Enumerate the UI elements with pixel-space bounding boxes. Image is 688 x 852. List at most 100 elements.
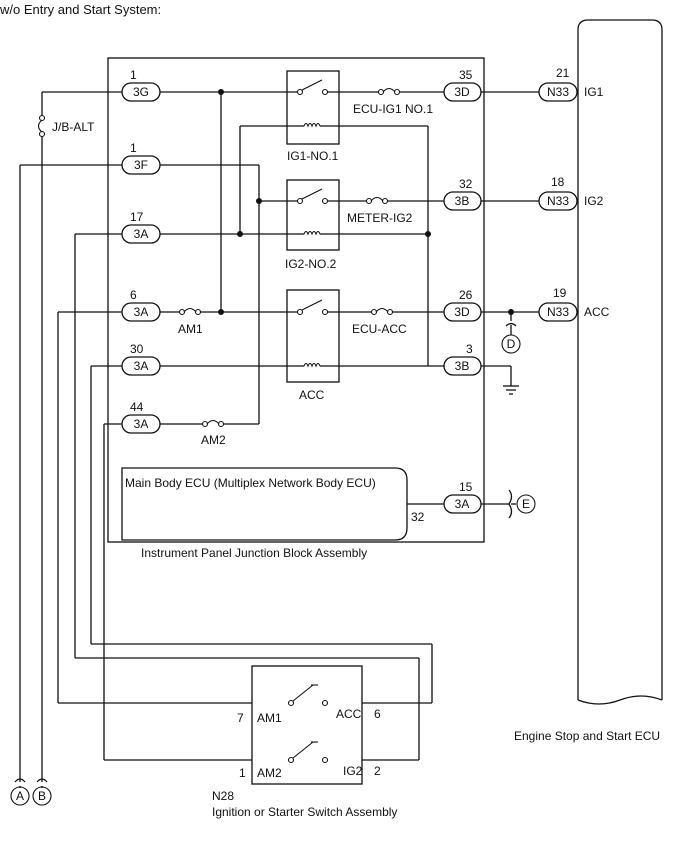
fuse-am2-label: AM2 [201, 433, 226, 447]
junction-block-name: Instrument Panel Junction Block Assembly [141, 546, 367, 560]
engine-ecu-break [577, 695, 663, 705]
connector-pill [443, 356, 482, 376]
connector-3G: 1 3G [121, 68, 161, 102]
connector-label: 3G [133, 85, 149, 99]
ignition-am2-pin: 1 [239, 766, 246, 780]
ref-b: B [32, 786, 52, 806]
connector-label: N33 [547, 194, 569, 208]
connector-3A-6: 6 3A [121, 288, 161, 322]
fuse-ecu-acc-label: ECU-ACC [352, 322, 407, 336]
ref-d: D [501, 334, 521, 354]
ignition-acc-pin: 6 [374, 707, 381, 721]
ignition-switch-name: Ignition or Starter Switch Assembly [212, 805, 397, 819]
connector-n33-ig1: 21 N33 IG1 [538, 66, 604, 102]
fuse-meter-ig2-label: METER-IG2 [347, 211, 413, 225]
connector-3A-15: 15 3A [443, 480, 482, 514]
connector-pill [121, 155, 161, 175]
svg-text:A: A [16, 789, 24, 803]
connector-label: 3D [454, 85, 470, 99]
connector-3B-32: 32 3B [443, 177, 482, 211]
connector-pill [443, 191, 482, 211]
ignition-am1-label: AM1 [257, 711, 282, 725]
connector-pin-number: 15 [459, 480, 473, 494]
ignition-ig2-label: IG2 [343, 764, 363, 778]
connector-3D-26: 26 3D [443, 288, 482, 322]
ignition-switch-code: N28 [212, 789, 234, 803]
connector-n33-ig2: 18 N33 IG2 [538, 175, 604, 211]
connector-pill [538, 82, 578, 102]
connector-label: N33 [547, 305, 569, 319]
connector-pill [121, 224, 161, 244]
ignition-acc-label: ACC [336, 707, 362, 721]
connector-3F: 1 3F [121, 141, 161, 175]
connector-pin-number: 6 [130, 288, 137, 302]
connector-pill [538, 302, 578, 322]
fuse-jb-alt-label: J/B-ALT [52, 120, 95, 134]
connector-pill [538, 191, 578, 211]
connector-label: 3D [454, 305, 470, 319]
junction-block-outline [107, 57, 485, 543]
connector-pin-number: 19 [553, 286, 567, 300]
connector-pill [443, 302, 482, 322]
connector-3A-17: 17 3A [121, 210, 161, 244]
ignition-am2-label: AM2 [257, 766, 282, 780]
main-body-ecu-box [121, 467, 408, 541]
connector-label: N33 [547, 85, 569, 99]
relay-ig1-box [286, 70, 340, 145]
main-body-ecu-name: Main Body ECU (Multiplex Network Body EC… [125, 476, 376, 490]
connector-pill [121, 414, 161, 434]
relay-ig2-box [286, 179, 340, 251]
relay-switch-contacts [296, 79, 329, 316]
svg-text:B: B [38, 789, 46, 803]
ref-e: E [516, 494, 536, 514]
connector-label: 3F [134, 158, 148, 172]
connector-label: 3A [455, 497, 470, 511]
connector-pin-number: 3 [466, 342, 473, 356]
relay-ig2-label: IG2-NO.2 [285, 257, 337, 271]
relay-ig1-label: IG1-NO.1 [287, 149, 339, 163]
relay-acc-label: ACC [299, 388, 325, 402]
engine-ecu-outline [577, 19, 663, 700]
main-body-ecu-pin: 32 [411, 510, 425, 524]
signal-label: ACC [584, 305, 610, 319]
connector-pin-number: 1 [130, 68, 137, 82]
connector-pin-number: 44 [130, 400, 144, 414]
connector-pin-number: 18 [551, 175, 565, 189]
connector-pin-number: 32 [459, 177, 473, 191]
ignition-switch-contacts [287, 684, 329, 764]
svg-text:E: E [522, 497, 530, 511]
connector-3A-44: 44 3A [121, 400, 161, 434]
diagram-title: w/o Entry and Start System: [0, 2, 161, 17]
connector-pill [443, 82, 482, 102]
ignition-switch-box [251, 665, 363, 785]
connector-3D-35: 35 3D [443, 68, 482, 102]
connector-pin-number: 35 [459, 68, 473, 82]
fuse-ecu-ig1-label: ECU-IG1 NO.1 [353, 102, 433, 116]
connector-label: 3A [134, 417, 149, 431]
connector-n33-acc: 19 N33 ACC [538, 286, 610, 322]
connector-pin-number: 30 [130, 342, 144, 356]
connector-label: 3A [134, 359, 149, 373]
ignition-am1-pin: 7 [237, 711, 244, 725]
connector-pin-number: 17 [130, 210, 144, 224]
connector-3A-30: 30 3A [121, 342, 161, 376]
relay-coils [303, 122, 321, 368]
connector-pill [443, 494, 482, 514]
connector-pill [121, 356, 161, 376]
fuse-am1-label: AM1 [178, 322, 203, 336]
connector-pin-number: 1 [130, 141, 137, 155]
splice-dots [218, 89, 514, 315]
fuse-symbols [37, 87, 401, 428]
connector-label: 3B [455, 194, 470, 208]
svg-text:D: D [507, 337, 516, 351]
signal-label: IG2 [584, 194, 604, 208]
connector-pin-number: 21 [556, 66, 570, 80]
engine-ecu-name: Engine Stop and Start ECU [514, 729, 660, 743]
connector-label: 3A [134, 227, 149, 241]
connector-label: 3B [455, 359, 470, 373]
connector-pill [121, 302, 161, 322]
connector-3B-3: 3 3B [443, 342, 482, 376]
relay-acc-box [286, 289, 340, 383]
